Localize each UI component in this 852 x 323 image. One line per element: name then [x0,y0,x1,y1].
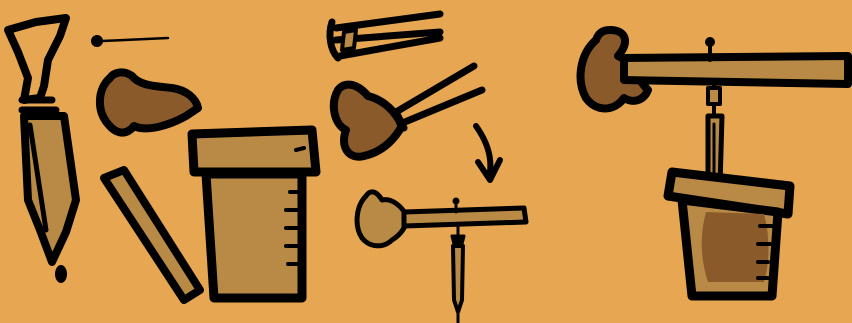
heart-on-beam-icon [357,192,526,246]
pin-icon [92,36,168,46]
step-2-assembly [330,14,526,322]
step-1-materials [8,18,316,300]
split-stick-icon [330,14,440,58]
pot-icon [192,130,316,298]
step-3-final [581,30,848,296]
pot-with-soil-icon [668,172,790,296]
hanging-pen-icon [452,226,464,322]
stick-icon [104,170,200,300]
arrow-down-icon [476,126,500,180]
heart-inserted-icon [334,66,482,157]
pen-icon [8,18,76,282]
heart-cutout-icon [100,72,198,132]
